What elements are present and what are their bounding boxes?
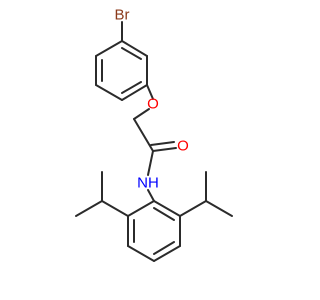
bond <box>95 84 123 101</box>
bond <box>133 118 154 152</box>
bond <box>153 207 175 221</box>
bond <box>121 40 148 57</box>
bond <box>179 200 207 217</box>
bromine-atom-label: Br <box>115 7 130 24</box>
bond <box>121 47 142 60</box>
bond <box>153 200 181 217</box>
carbonyl-oxygen-label: O <box>177 138 189 155</box>
amide-nh-label: NH <box>137 175 159 192</box>
bond <box>150 141 175 146</box>
bond <box>127 200 155 217</box>
bond <box>101 200 129 217</box>
bond <box>127 245 155 262</box>
bond <box>121 81 142 94</box>
bond <box>75 200 103 217</box>
ether-oxygen-label: O <box>147 96 159 113</box>
molecule-structure: Br O O NH <box>75 7 233 262</box>
structure-canvas: Br O O NH <box>75 7 233 262</box>
bond <box>147 189 155 202</box>
bond <box>153 241 175 255</box>
bond <box>205 200 233 217</box>
bond <box>121 84 148 101</box>
bond <box>153 245 181 262</box>
bond <box>146 84 154 100</box>
bond <box>133 108 150 120</box>
bond <box>95 40 123 57</box>
bond <box>147 150 154 176</box>
bond <box>152 147 177 152</box>
